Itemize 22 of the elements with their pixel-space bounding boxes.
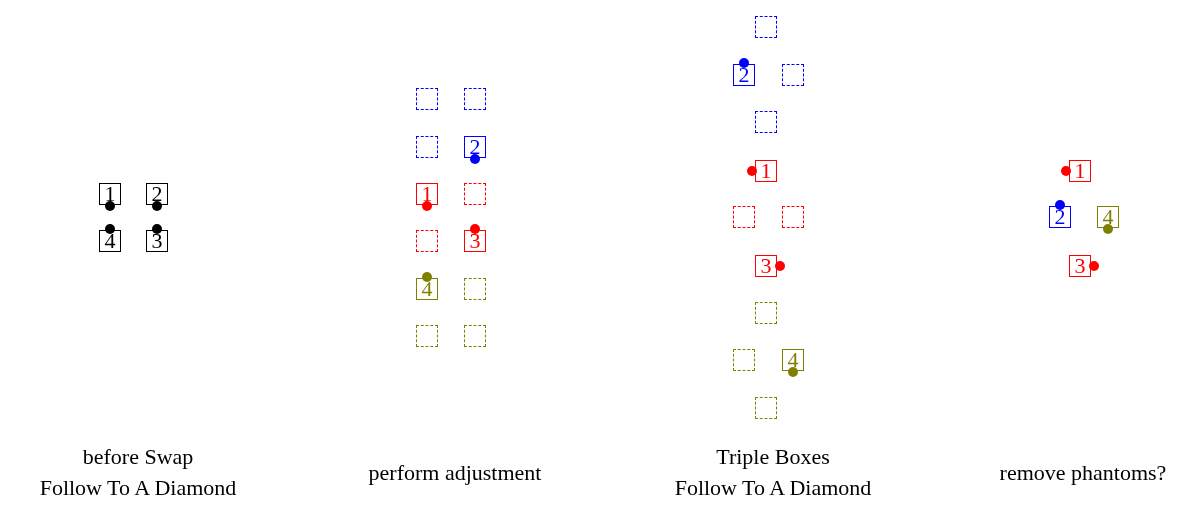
placeholder-box (755, 16, 777, 38)
placeholder-box (416, 325, 438, 347)
placeholder-box (755, 302, 777, 324)
placeholder-box (733, 206, 755, 228)
placeholder-box (464, 278, 486, 300)
placeholder-box (755, 397, 777, 419)
caption-text: before Swap (82, 444, 194, 470)
placeholder-box (416, 88, 438, 110)
caption-text: perform adjustment (368, 460, 542, 486)
placeholder-box (755, 111, 777, 133)
caption-text: Triple Boxes (716, 444, 830, 470)
placeholder-box (416, 230, 438, 252)
placeholder-box (464, 183, 486, 205)
placeholder-box (782, 64, 804, 86)
placeholder-box (464, 325, 486, 347)
caption-text: Follow To A Diamond (674, 475, 872, 501)
placeholder-box (782, 206, 804, 228)
placeholder-box (464, 88, 486, 110)
caption-text: Follow To A Diamond (39, 475, 237, 501)
placeholder-box (416, 136, 438, 158)
placeholder-box (733, 349, 755, 371)
caption-text: remove phantoms? (999, 460, 1167, 486)
